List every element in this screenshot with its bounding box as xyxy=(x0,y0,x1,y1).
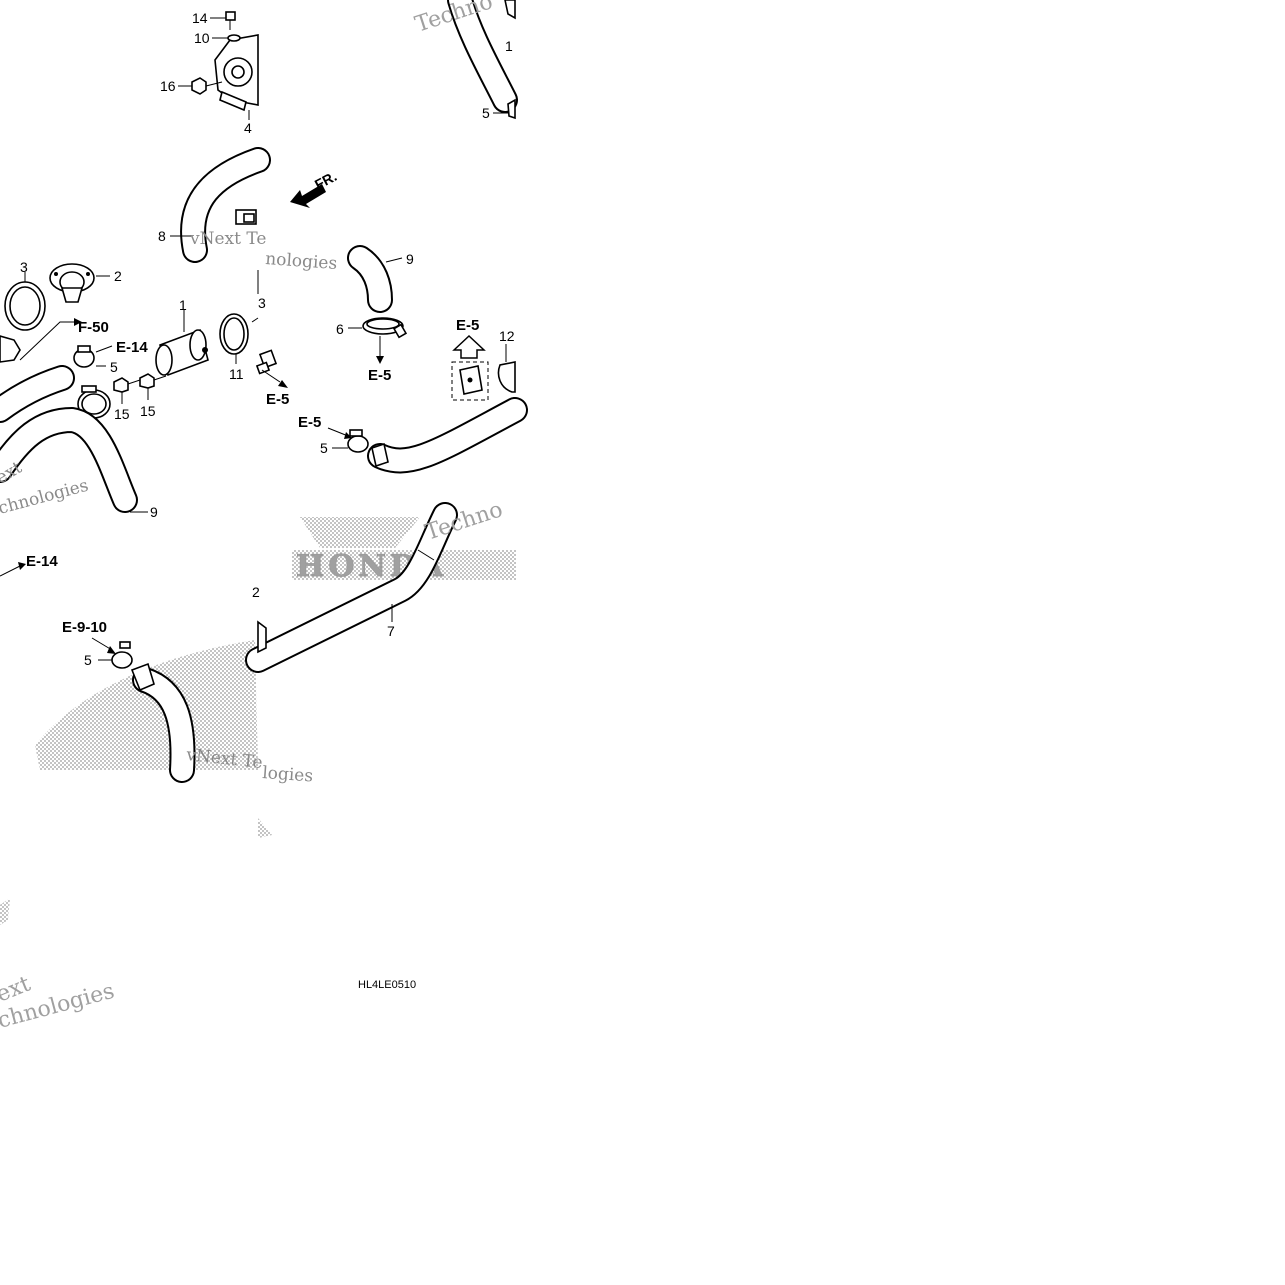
up-arrow-icon xyxy=(452,334,486,359)
thermostat-housing-icon xyxy=(214,34,259,112)
reference-label: E-14 xyxy=(116,339,148,356)
part-number-label: 3 xyxy=(20,259,28,275)
reference-label: E-5 xyxy=(456,317,479,334)
connector-icon xyxy=(255,349,278,375)
part-number-label: 5 xyxy=(482,105,490,121)
hose-clamp-icon xyxy=(347,435,369,453)
part-number-label: 16 xyxy=(160,78,176,94)
watermark-text: Techno xyxy=(422,497,506,545)
part-number-label: 11 xyxy=(229,366,244,382)
front-direction-arrow-icon: FR. xyxy=(290,168,339,208)
bolt-icon xyxy=(139,373,167,389)
reference-label: E-5 xyxy=(368,367,391,384)
tile-middle-right: nologies 3 E-5 9 6 E-5 E-5 1 xyxy=(251,245,528,474)
part-number-label: 15 xyxy=(114,406,130,422)
tile-bottom-left: E-14 E-9-10 5 vNext Te xyxy=(0,553,264,783)
tile-top-right: 5 1 Techno FR. xyxy=(290,0,518,208)
part-number-label: 7 xyxy=(387,623,395,639)
tile-top-left: 14 10 16 4 8 vNext Te xyxy=(158,10,271,263)
part-number-label: 15 xyxy=(140,403,156,419)
bolt-icon xyxy=(113,377,141,393)
part-number-label: 5 xyxy=(110,359,118,375)
watermark-text: vNext Te xyxy=(189,229,266,249)
part-number-label: 6 xyxy=(336,321,344,337)
reference-label: E-5 xyxy=(266,391,289,408)
part-number-label: 2 xyxy=(252,584,260,600)
part-number-label: 5 xyxy=(84,652,92,668)
hose-clamp-icon xyxy=(497,361,516,393)
reference-label: F-50 xyxy=(78,319,109,336)
part-number-label: 9 xyxy=(406,251,414,267)
hose-clamp-icon xyxy=(111,651,133,669)
tile-middle-left: 3 2 F-50 1 11 xyxy=(0,259,249,520)
part-number-label: 1 xyxy=(179,297,187,313)
part-number-label: 9 xyxy=(150,504,158,520)
reference-label: E-9-10 xyxy=(62,619,107,636)
watermark-text: nologies xyxy=(265,249,338,274)
watermark-text: logies xyxy=(262,763,314,786)
bracket-detail-frame xyxy=(451,361,489,401)
part-number-label: 4 xyxy=(244,120,252,136)
reference-label: E-5 xyxy=(298,414,321,431)
tile-bottom-right: 7 2 Techno logies xyxy=(245,497,506,787)
part-number-label: 10 xyxy=(194,30,210,46)
honda-watermark: HONDA xyxy=(0,517,516,925)
part-number-label: 8 xyxy=(158,228,166,244)
hose-joint-icon xyxy=(235,209,257,225)
water-pipe-icon xyxy=(155,328,209,377)
bolt-icon xyxy=(225,11,236,30)
reference-label: E-14 xyxy=(26,553,58,570)
part-number-label: 12 xyxy=(499,328,515,344)
part-number-label: 2 xyxy=(114,268,122,284)
diagram-code: HL4LE0510 xyxy=(358,979,416,991)
part-number-label: 5 xyxy=(320,440,328,456)
part-number-label: 1 xyxy=(505,38,513,54)
part-number-label: 14 xyxy=(192,10,208,26)
thermostat-icon xyxy=(49,263,95,303)
bolt-icon xyxy=(191,77,223,95)
washer-icon xyxy=(227,34,241,42)
part-number-label: 3 xyxy=(258,295,266,311)
watermark-text: chnologies xyxy=(0,476,91,519)
